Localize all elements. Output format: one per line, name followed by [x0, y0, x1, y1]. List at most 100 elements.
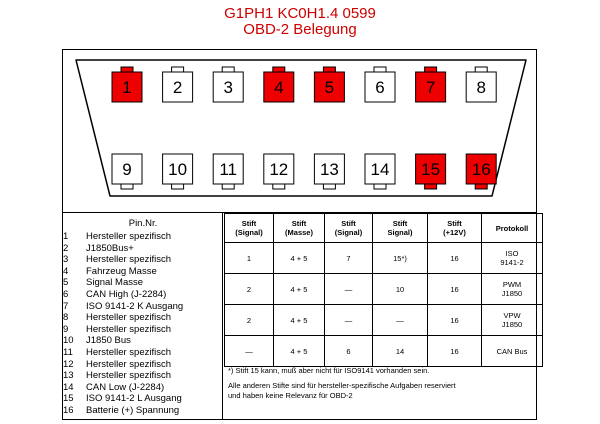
table-cell: 15*) — [372, 242, 428, 274]
pin-13-box — [313, 153, 345, 185]
pin-10-label: 10 — [168, 160, 187, 179]
table-cell: 4 + 5 — [273, 273, 325, 305]
pin-4: 4 — [263, 66, 295, 103]
signal-table: Stift(Signal)Stift(Masse)Stift(Signal)St… — [224, 213, 543, 367]
table-cell: 6 — [324, 335, 373, 367]
pin-13-tab — [322, 183, 336, 190]
pin-12: 12 — [263, 153, 295, 190]
pin-8: 8 — [465, 66, 497, 103]
pin-description: J1850Bus+ — [86, 242, 134, 254]
pin-6-box — [364, 71, 396, 103]
pin-15-box — [415, 153, 447, 185]
pin-14-box — [364, 153, 396, 185]
pin-12-box — [263, 153, 295, 185]
pin-7-label: 7 — [426, 78, 435, 97]
pin-10: 10 — [162, 153, 194, 190]
pin-12-label: 12 — [269, 160, 288, 179]
table-header-cell: Stift(Signal) — [224, 213, 274, 243]
pin-4-label: 4 — [274, 78, 283, 97]
pin-number: 8 — [63, 312, 69, 324]
pin-list-row: 1 Hersteller spezifisch — [63, 231, 223, 243]
table-header-cell: Protokoll — [481, 213, 543, 243]
table-cell: 10 — [372, 273, 428, 305]
pin-1-label: 1 — [122, 78, 131, 97]
pin-14-label: 14 — [371, 160, 390, 179]
pin-2-box — [162, 71, 194, 103]
pin-5-label: 5 — [325, 78, 334, 97]
pin-number: 16 — [63, 405, 74, 416]
pin-list-row: 8 Hersteller spezifisch — [63, 312, 223, 324]
pin-4-tab — [272, 66, 286, 73]
section-divider — [62, 212, 537, 213]
table-cell: — — [224, 335, 274, 367]
pin-2-label: 2 — [173, 78, 182, 97]
table-cell: 4 + 5 — [273, 242, 325, 274]
pin-list-row: 13 Hersteller spezifisch — [63, 370, 223, 382]
pin-number: 1 — [63, 231, 69, 242]
pin-5-box — [313, 71, 345, 103]
pin-6-tab — [373, 66, 387, 73]
table-cell: 14 — [372, 335, 428, 367]
pin-13-label: 13 — [320, 160, 339, 179]
table-cell: CAN Bus — [481, 335, 543, 367]
pin-16-tab — [474, 183, 488, 190]
pin-8-box — [465, 71, 497, 103]
pin-11-label: 11 — [219, 160, 237, 179]
title-line-1: G1PH1 KC0H1.4 0599 — [224, 5, 376, 22]
table-cell: 16 — [427, 335, 482, 367]
notes: *) Stift 15 kann, muß aber nicht für ISO… — [228, 366, 456, 401]
pin-11-tab — [221, 183, 235, 190]
table-cell: 2 — [224, 304, 274, 336]
pin-number: 3 — [63, 254, 69, 266]
pin-1-box — [111, 71, 143, 103]
pin-description: CAN Low (J-2284) — [86, 381, 165, 393]
pin-description: ISO 9141-2 L Ausgang — [86, 393, 182, 405]
pin-number: 11 — [63, 347, 73, 358]
pin-2: 2 — [162, 66, 194, 103]
table-cell: — — [324, 273, 373, 305]
note-line-3: und haben keine Relevanz für OBD-2 — [228, 391, 353, 400]
pin-5-tab — [322, 66, 336, 73]
pin-9-box — [111, 153, 143, 185]
pin-3-box — [212, 71, 244, 103]
pin-number: 10 — [63, 335, 74, 347]
pin-4-box — [263, 71, 295, 103]
table-cell: — — [372, 304, 428, 336]
pin-1-tab — [120, 66, 134, 73]
pin-number: 13 — [63, 370, 74, 382]
pin-9-label: 9 — [122, 160, 131, 179]
pin-10-tab — [171, 183, 185, 190]
table-cell: 4 + 5 — [273, 335, 325, 367]
pin-description: Hersteller spezifisch — [86, 231, 171, 242]
table-cell: — — [324, 304, 373, 336]
pin-description: Batterie (+) Spannung — [86, 405, 180, 416]
pin-list-row: 5 Signal Masse — [63, 277, 223, 289]
table-cell: 2 — [224, 273, 274, 305]
pin-3-tab — [221, 66, 235, 73]
pin-number: 6 — [63, 289, 69, 300]
pin-6: 6 — [364, 66, 396, 103]
pin-description: Signal Masse — [86, 277, 144, 289]
pin-number: 9 — [63, 323, 69, 335]
note-line-2: Alle anderen Stifte sind für hersteller-… — [228, 381, 456, 390]
pin-description: Fahrzeug Masse — [86, 265, 157, 277]
table-cell: 7 — [324, 242, 373, 274]
pin-3-label: 3 — [223, 78, 232, 97]
table-cell: 16 — [427, 304, 482, 336]
pin-description: Hersteller spezifisch — [86, 312, 171, 324]
pin-description: Hersteller spezifisch — [86, 370, 171, 382]
pin-number: 5 — [63, 277, 69, 289]
pin-14-tab — [373, 183, 387, 190]
